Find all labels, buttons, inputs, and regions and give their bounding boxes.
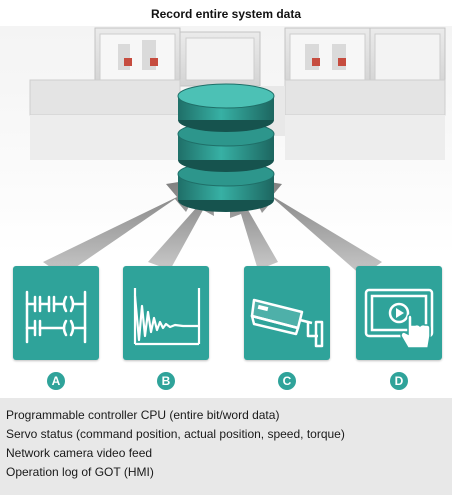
- legend-item-b: Servo status (command position, actual p…: [6, 427, 345, 441]
- servo-waveform-icon: [133, 288, 201, 346]
- badge-c: C: [278, 372, 296, 390]
- source-tile-servo: [123, 266, 209, 360]
- legend-item-d: Operation log of GOT (HMI): [6, 465, 154, 479]
- badge-b: B: [157, 372, 175, 390]
- source-tile-hmi: [356, 266, 442, 360]
- database-icon: [177, 83, 275, 212]
- arrow-d: [245, 178, 382, 276]
- badge-d: D: [390, 372, 408, 390]
- scene-illustration: [0, 26, 452, 276]
- source-tile-plc: [13, 266, 99, 360]
- touch-panel-icon: [364, 288, 434, 349]
- source-tile-camera: [244, 266, 330, 360]
- factory-background: [0, 26, 452, 256]
- legend-item-a: Programmable controller CPU (entire bit/…: [6, 408, 280, 422]
- legend-panel: Programmable controller CPU (entire bit/…: [0, 398, 452, 495]
- badge-a: A: [47, 372, 65, 390]
- network-camera-icon: [250, 298, 324, 348]
- diagram-title: Record entire system data: [150, 7, 302, 21]
- arrow-a: [43, 178, 204, 276]
- ladder-logic-icon: [25, 290, 87, 344]
- legend-item-c: Network camera video feed: [6, 446, 153, 460]
